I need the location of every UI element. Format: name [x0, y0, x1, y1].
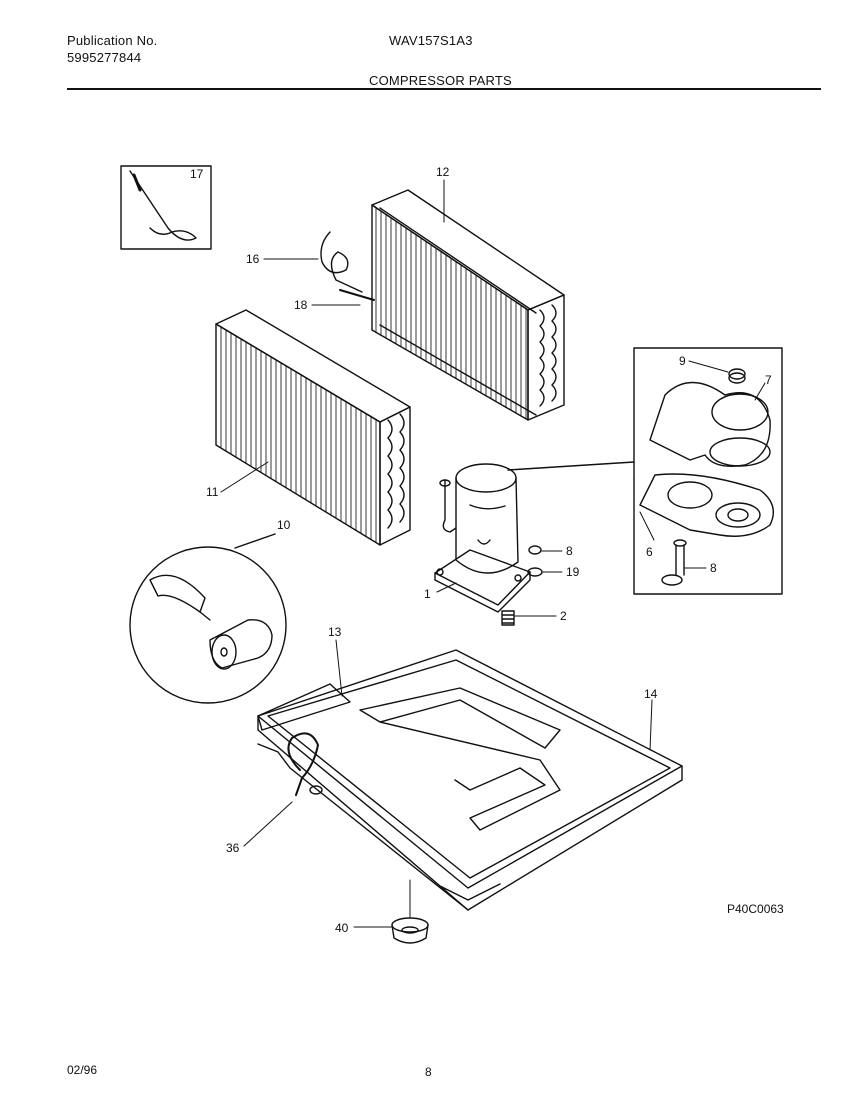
part-16-sensing-wire: [320, 231, 363, 293]
section-title: COMPRESSOR PARTS: [369, 73, 512, 88]
part-1-compressor: [434, 463, 531, 613]
header-rule: [67, 88, 821, 90]
diagram-code: P40C0063: [727, 902, 784, 916]
part-12-evaporator-coil: [371, 189, 565, 421]
callout: 13: [328, 625, 342, 639]
callout: 36: [226, 841, 240, 855]
callout: 14: [644, 687, 658, 701]
part-18-tube: [339, 289, 375, 301]
part-11-condenser-coil: [215, 309, 411, 546]
callout: 17: [190, 167, 204, 181]
callout: 40: [335, 921, 349, 935]
callout: 7: [765, 373, 772, 387]
part-10-clamp-detail: [129, 533, 287, 704]
callout: 10: [277, 518, 291, 532]
part-14-base-pan: [257, 649, 683, 911]
model-number: WAV157S1A3: [389, 33, 473, 48]
callout: 6: [646, 545, 653, 559]
callout: 19: [566, 565, 580, 579]
compressor-grommets: [501, 545, 543, 626]
revision-date: 02/96: [67, 1063, 98, 1077]
callout: 1: [424, 587, 431, 601]
leader-lines: [220, 179, 766, 928]
callout: 8: [566, 544, 573, 558]
publication-number: 5995277844: [67, 50, 142, 65]
page-number: 8: [425, 1065, 432, 1079]
callout: 11: [206, 485, 219, 499]
callout: 8: [710, 561, 717, 575]
callout: 16: [246, 252, 260, 266]
callout: 12: [436, 165, 450, 179]
part-36-drain-loop: [287, 732, 319, 796]
inset-terminal-cover-box: [507, 347, 783, 595]
callout-labels: 17 12 16 18 9 7 11 10 8 19 1 2 6 8 13 14…: [190, 165, 772, 935]
part-17-capillary-tube: [120, 165, 212, 250]
part-13-gasket: [257, 683, 351, 731]
publication-label: Publication No.: [67, 33, 158, 48]
callout: 2: [560, 609, 567, 623]
callout: 18: [294, 298, 308, 312]
part-40-foot: [391, 917, 429, 944]
callout: 9: [679, 354, 686, 368]
